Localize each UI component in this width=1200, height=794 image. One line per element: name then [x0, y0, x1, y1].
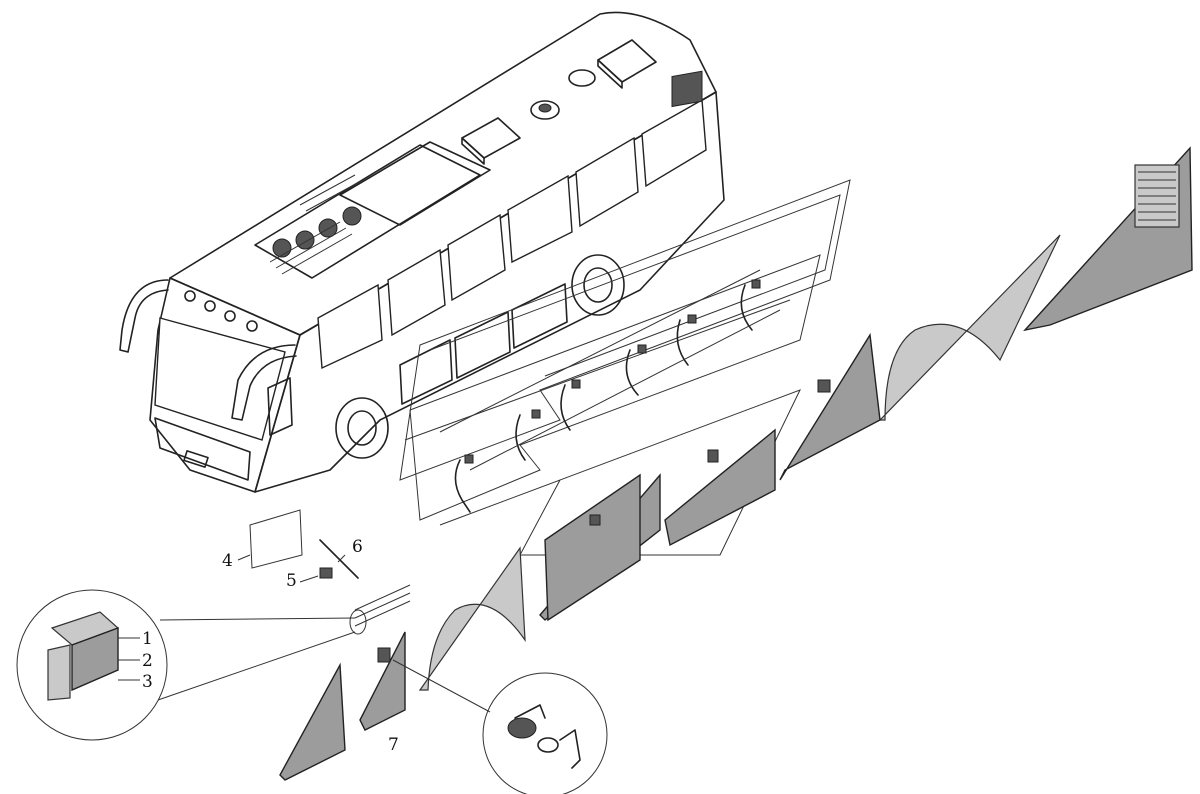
callout-2: 2: [142, 651, 153, 671]
callout-7: 7: [388, 735, 399, 755]
roof-equipment: [254, 39, 657, 279]
callout-5: 5: [286, 571, 297, 591]
callout-4: 4: [222, 551, 233, 571]
callout-1: 1: [142, 629, 153, 649]
side-skin-panels: [279, 146, 1193, 781]
mounting-brackets: [439, 269, 781, 513]
callout-6: 6: [352, 537, 363, 557]
detail-circle-left: [16, 589, 367, 741]
bus-body: [119, 11, 725, 493]
callout-3: 3: [142, 672, 153, 692]
loose-parts: [237, 509, 359, 583]
detail-circle-latch: [392, 659, 608, 794]
